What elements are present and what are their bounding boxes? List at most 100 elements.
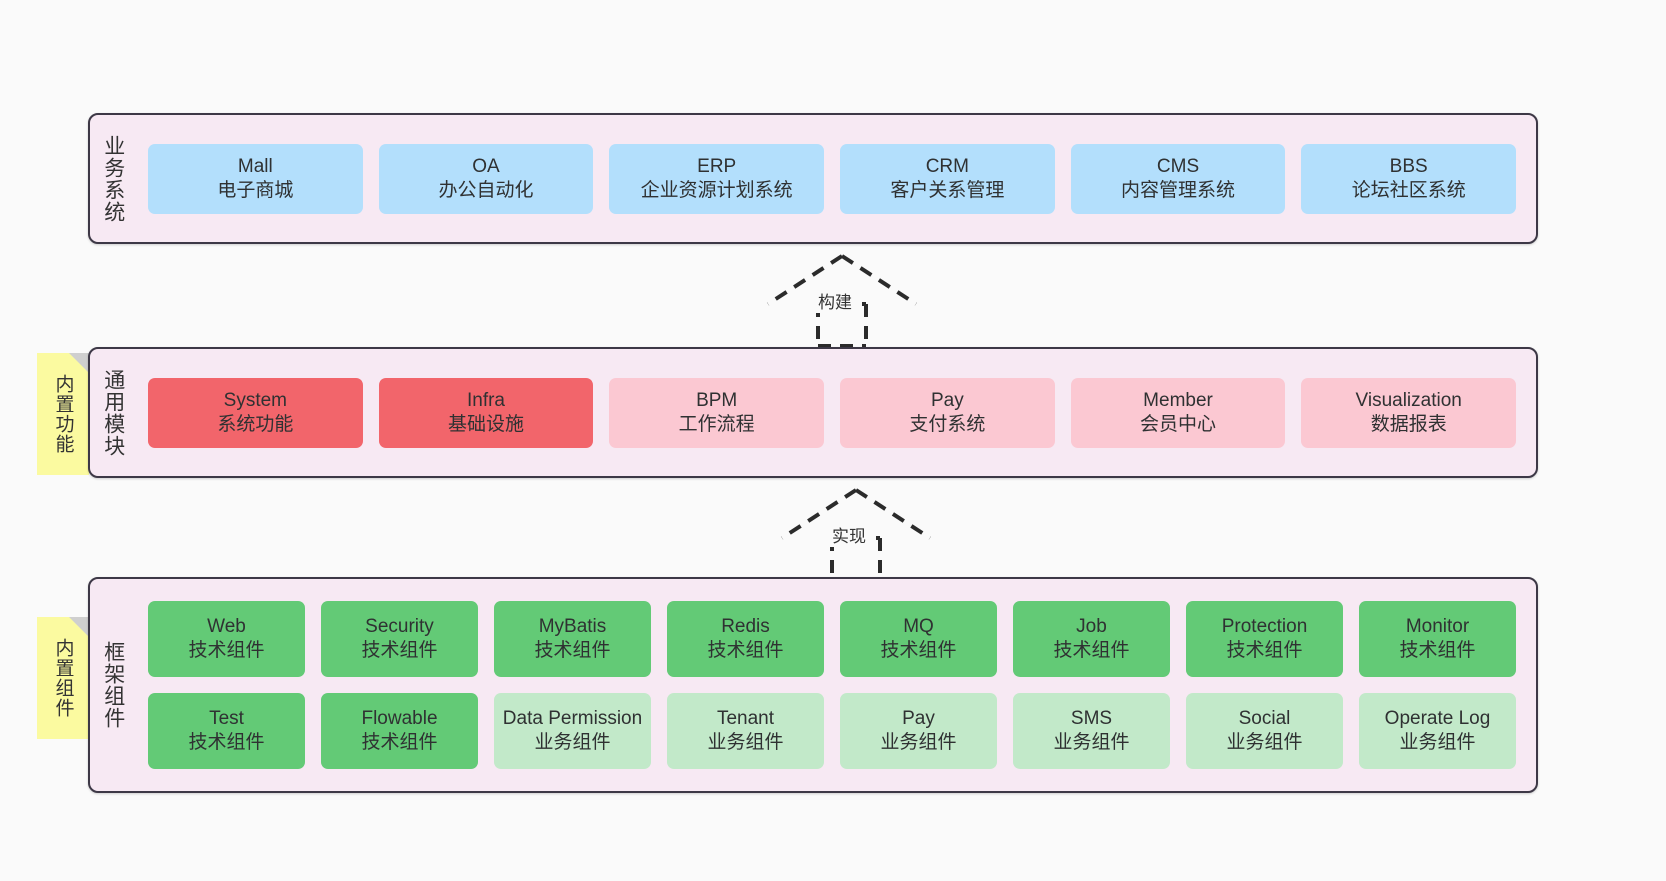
card-subtitle: 论坛社区系统 xyxy=(1351,179,1466,201)
module-card-visualization[interactable]: Visualization 数据报表 xyxy=(1301,377,1517,448)
card-subtitle: 技术组件 xyxy=(1053,640,1130,661)
system-card-crm[interactable]: CRM 客户关系管理 xyxy=(840,143,1055,214)
system-card-cms[interactable]: CMS 内容管理系统 xyxy=(1070,143,1286,214)
layer-framework-components: 框架组件 Web 技术组件 Security 技术组件 MyBatis 技术组件… xyxy=(88,577,1538,793)
card-title: BBS xyxy=(1389,155,1428,177)
card-title: MQ xyxy=(903,616,934,638)
layer-business-systems: 业务系统 Mall 电子商城 OA 办公自动化 ERP 企业资源计划系统 CRM… xyxy=(88,113,1538,244)
cell-row-tech: Web 技术组件 Security 技术组件 MyBatis 技术组件 Redi… xyxy=(140,593,1524,685)
card-title: Test xyxy=(209,708,244,730)
cell-row-business: Test 技术组件 Flowable 技术组件 Data Permission … xyxy=(140,685,1524,777)
card-subtitle: 客户关系管理 xyxy=(890,179,1005,201)
module-card-bpm[interactable]: BPM 工作流程 xyxy=(609,377,825,448)
card-subtitle: 技术组件 xyxy=(188,732,265,753)
layer-body-business: Mall 电子商城 OA 办公自动化 ERP 企业资源计划系统 CRM 客户关系… xyxy=(136,115,1536,242)
card-title: CMS xyxy=(1156,155,1200,177)
card-title: Member xyxy=(1143,389,1213,411)
card-subtitle: 业务组件 xyxy=(1399,732,1476,753)
component-card-redis[interactable]: Redis 技术组件 xyxy=(667,601,824,677)
layer-body-modules: System 系统功能 Infra 基础设施 BPM 工作流程 Pay 支付系统… xyxy=(136,349,1536,476)
card-title: Pay xyxy=(902,708,935,730)
layer-title-framework: 框架组件 xyxy=(101,641,125,729)
component-card-pay[interactable]: Pay 业务组件 xyxy=(840,693,997,769)
component-card-web[interactable]: Web 技术组件 xyxy=(148,601,305,677)
layer-title-business: 业务系统 xyxy=(101,134,125,223)
connector-implement: 实现 xyxy=(766,486,946,582)
component-card-tenant[interactable]: Tenant 业务组件 xyxy=(667,693,824,769)
card-subtitle: 电子商城 xyxy=(217,179,294,201)
card-subtitle: 技术组件 xyxy=(880,640,957,661)
card-subtitle: 技术组件 xyxy=(188,640,265,661)
card-title: BPM xyxy=(696,389,738,411)
card-title: Data Permission xyxy=(502,708,643,730)
card-subtitle: 业务组件 xyxy=(1226,732,1303,753)
system-card-mall[interactable]: Mall 电子商城 xyxy=(148,143,363,214)
cell-row: Mall 电子商城 OA 办公自动化 ERP 企业资源计划系统 CRM 客户关系… xyxy=(140,136,1524,222)
note-label: 内置组件 xyxy=(52,638,74,718)
card-title: System xyxy=(223,389,288,411)
card-title: Monitor xyxy=(1405,616,1470,638)
component-card-data-permission[interactable]: Data Permission 业务组件 xyxy=(494,693,651,769)
system-card-oa[interactable]: OA 办公自动化 xyxy=(378,143,594,214)
component-card-security[interactable]: Security 技术组件 xyxy=(321,601,478,677)
card-subtitle: 技术组件 xyxy=(1226,640,1303,661)
card-title: Protection xyxy=(1221,616,1308,638)
card-subtitle: 工作流程 xyxy=(678,413,755,435)
cell-row: System 系统功能 Infra 基础设施 BPM 工作流程 Pay 支付系统… xyxy=(140,370,1524,456)
module-card-system[interactable]: System 系统功能 xyxy=(148,377,363,448)
module-card-infra[interactable]: Infra 基础设施 xyxy=(378,377,594,448)
card-subtitle: 技术组件 xyxy=(534,640,611,661)
connector-label-build: 构建 xyxy=(816,288,854,313)
card-title: Job xyxy=(1076,616,1107,638)
card-title: Web xyxy=(207,616,246,638)
card-subtitle: 系统功能 xyxy=(217,413,294,435)
system-card-bbs[interactable]: BBS 论坛社区系统 xyxy=(1301,143,1517,214)
component-card-social[interactable]: Social 业务组件 xyxy=(1186,693,1343,769)
card-title: CRM xyxy=(925,155,969,177)
card-subtitle: 支付系统 xyxy=(909,413,986,435)
component-card-mybatis[interactable]: MyBatis 技术组件 xyxy=(494,601,651,677)
card-subtitle: 业务组件 xyxy=(534,732,611,753)
card-title: MyBatis xyxy=(538,616,607,638)
system-card-erp[interactable]: ERP 企业资源计划系统 xyxy=(609,143,825,214)
component-card-flowable[interactable]: Flowable 技术组件 xyxy=(321,693,478,769)
layer-title-modules: 通用模块 xyxy=(101,368,125,457)
layer-body-framework: Web 技术组件 Security 技术组件 MyBatis 技术组件 Redi… xyxy=(136,579,1536,791)
module-card-member[interactable]: Member 会员中心 xyxy=(1070,377,1286,448)
component-card-operate-log[interactable]: Operate Log 业务组件 xyxy=(1359,693,1516,769)
component-card-test[interactable]: Test 技术组件 xyxy=(148,693,305,769)
note-fold-icon xyxy=(69,617,89,637)
component-card-monitor[interactable]: Monitor 技术组件 xyxy=(1359,601,1516,677)
module-card-pay[interactable]: Pay 支付系统 xyxy=(840,377,1055,448)
card-title: Social xyxy=(1238,708,1291,730)
note-label: 内置功能 xyxy=(52,374,74,454)
card-subtitle: 会员中心 xyxy=(1140,413,1217,435)
card-title: Security xyxy=(365,616,434,638)
component-card-job[interactable]: Job 技术组件 xyxy=(1013,601,1170,677)
card-subtitle: 技术组件 xyxy=(361,732,438,753)
card-title: Infra xyxy=(466,389,506,411)
connector-build: 构建 xyxy=(752,252,932,348)
card-subtitle: 企业资源计划系统 xyxy=(640,179,793,201)
card-subtitle: 业务组件 xyxy=(707,732,784,753)
card-title: ERP xyxy=(697,155,737,177)
layer-general-modules: 通用模块 System 系统功能 Infra 基础设施 BPM 工作流程 Pay… xyxy=(88,347,1538,478)
card-title: SMS xyxy=(1070,708,1113,730)
card-title: Tenant xyxy=(716,708,775,730)
card-subtitle: 技术组件 xyxy=(1399,640,1476,661)
connector-label-implement: 实现 xyxy=(830,522,868,547)
card-subtitle: 技术组件 xyxy=(707,640,784,661)
card-title: OA xyxy=(472,155,500,177)
card-title: Redis xyxy=(721,616,770,638)
card-title: Pay xyxy=(930,389,964,411)
card-subtitle: 内容管理系统 xyxy=(1121,179,1236,201)
component-card-mq[interactable]: MQ 技术组件 xyxy=(840,601,997,677)
component-card-protection[interactable]: Protection 技术组件 xyxy=(1186,601,1343,677)
card-subtitle: 基础设施 xyxy=(448,413,525,435)
component-card-sms[interactable]: SMS 业务组件 xyxy=(1013,693,1170,769)
card-title: Visualization xyxy=(1355,389,1462,411)
card-subtitle: 技术组件 xyxy=(361,640,438,661)
note-builtin-functions: 内置功能 xyxy=(37,353,89,475)
note-builtin-components: 内置组件 xyxy=(37,617,89,739)
